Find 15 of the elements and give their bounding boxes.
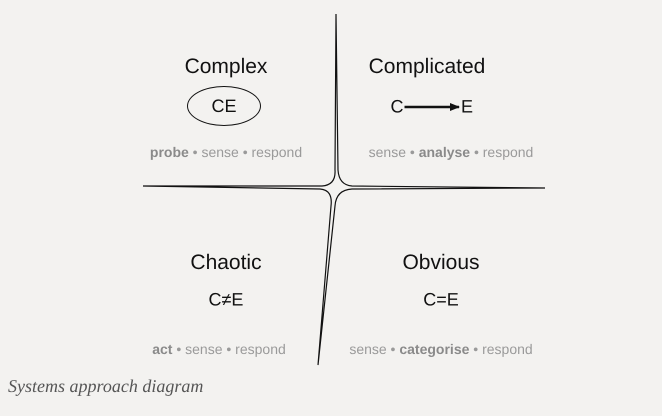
practice-text: sense • analyse • respond	[368, 144, 534, 160]
arrow	[404, 103, 460, 111]
domain-heading: Complex	[184, 55, 268, 79]
relation-symbol: C≠E	[208, 290, 244, 310]
practice-text: probe • sense • respond	[150, 144, 302, 160]
ellipse-node: CE	[187, 86, 261, 126]
domain-heading: Chaotic	[190, 251, 262, 275]
node-text: E	[461, 96, 473, 118]
domain-heading: Obvious	[402, 251, 480, 275]
caption: Systems approach diagram	[8, 376, 204, 397]
domain-heading: Complicated	[368, 55, 486, 79]
node-text: C	[390, 96, 404, 118]
practice-text: act • sense • respond	[152, 341, 286, 357]
practice-text: sense • categorise • respond	[349, 341, 533, 357]
relation-symbol: C=E	[423, 290, 459, 310]
